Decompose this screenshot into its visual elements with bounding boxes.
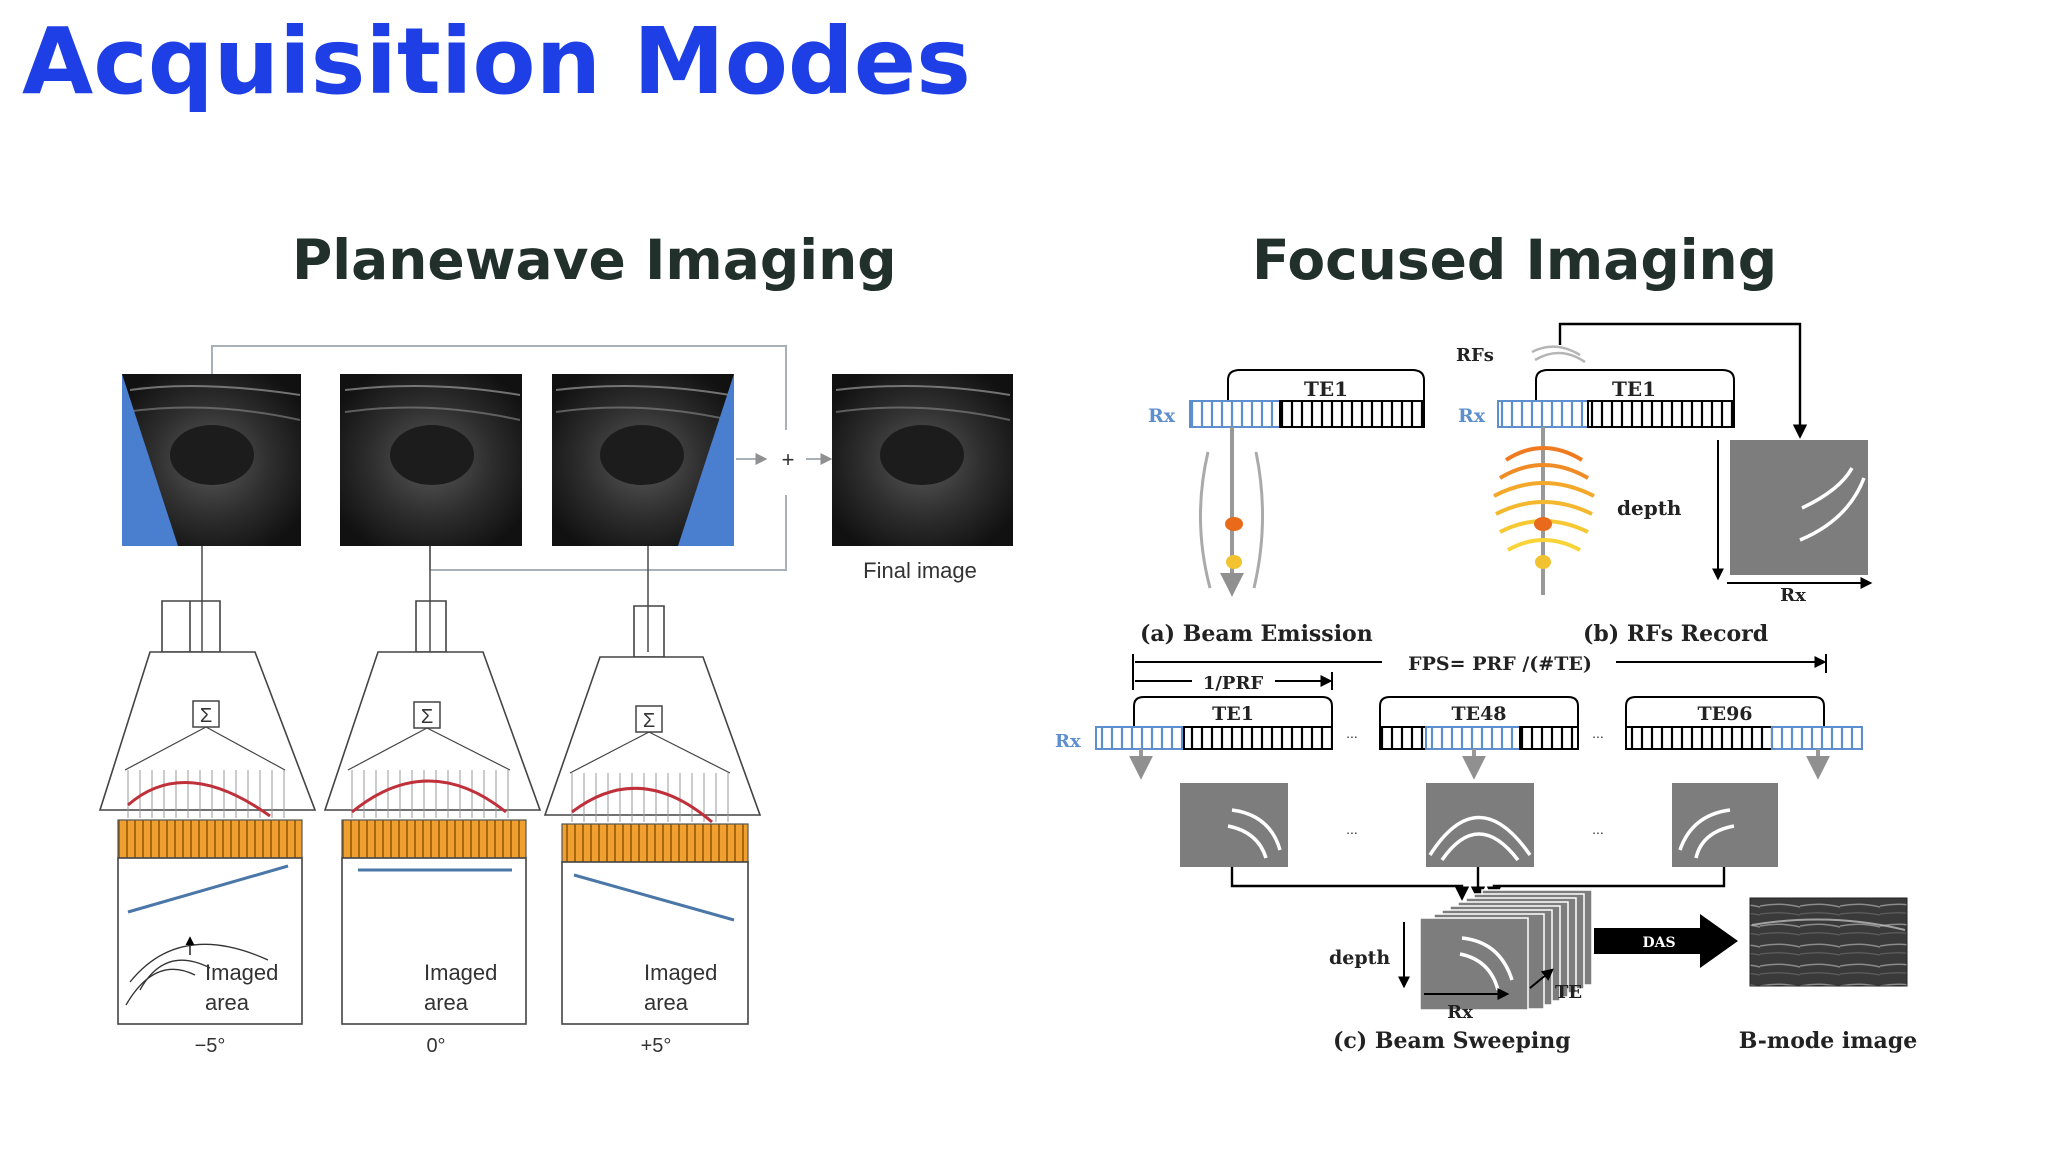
beam-sweeping-stack: depth Rx TE (c) Beam Sweeping bbox=[1329, 889, 1593, 1054]
imaged-area-box bbox=[117, 857, 303, 1025]
rfs-record-caption: (b) RFs Record bbox=[1583, 621, 1768, 647]
imaged-area-line1: Imaged bbox=[644, 960, 717, 985]
sweep-panels: ... ... bbox=[1180, 783, 1778, 867]
transducer-array bbox=[561, 823, 749, 863]
fps-timing: FPS= PRF /(#TE) 1/PRF bbox=[1132, 653, 1827, 694]
te-axis-label: TE bbox=[1555, 982, 1582, 1003]
depth-label: depth bbox=[1329, 947, 1390, 969]
rx-axis-label: Rx bbox=[1447, 1002, 1473, 1023]
imaged-area-line1: Imaged bbox=[205, 960, 278, 985]
probe-0: Σ Imaged area 0° bbox=[323, 600, 542, 1057]
sum-symbol: Σ bbox=[200, 705, 212, 727]
te-label: TE96 bbox=[1697, 703, 1752, 725]
das-label: DAS bbox=[1642, 935, 1675, 951]
probe-plus5: Σ Imaged area +5° bbox=[543, 605, 762, 1057]
delay-curve bbox=[127, 780, 271, 818]
ellipsis: ... bbox=[1592, 725, 1604, 741]
slide-title: Acquisition Modes bbox=[22, 8, 971, 115]
te-label: TE1 bbox=[1612, 377, 1656, 401]
bmode-caption: B-mode image bbox=[1739, 1028, 1917, 1054]
beam-emission-panel: TE1 Rx (a) Beam Emission bbox=[1140, 369, 1425, 647]
imaged-area-line2: area bbox=[424, 990, 469, 1015]
ellipsis: ... bbox=[1592, 821, 1604, 837]
angle-wedge-right bbox=[678, 374, 734, 546]
us-final-image bbox=[832, 374, 1013, 546]
rx-axis-label: Rx bbox=[1780, 585, 1806, 606]
rfs-label: RFs bbox=[1456, 345, 1494, 366]
te-sweep-row: Rx TE1 ... TE48 ... TE96 bbox=[1055, 696, 1863, 780]
angle-label: +5° bbox=[641, 1035, 672, 1057]
das-arrow: DAS bbox=[1594, 914, 1738, 968]
final-image-label: Final image bbox=[863, 558, 977, 583]
imaged-area-box bbox=[561, 861, 749, 1025]
fps-formula: FPS= PRF /(#TE) bbox=[1408, 653, 1592, 675]
ellipsis: ... bbox=[1346, 725, 1358, 741]
plus-symbol: + bbox=[782, 447, 795, 472]
us-frame-plus5 bbox=[552, 374, 734, 546]
te-label: TE1 bbox=[1304, 377, 1348, 401]
rfs-record-panel: RFs TE1 Rx depth Rx bbox=[1456, 322, 1873, 647]
probe-minus5: Σ Imaged area −5° bbox=[98, 600, 317, 1057]
prf-label: 1/PRF bbox=[1203, 673, 1264, 694]
angle-label: −5° bbox=[195, 1035, 226, 1057]
us-frame-minus5 bbox=[122, 374, 301, 546]
transducer-array bbox=[341, 819, 527, 859]
planewave-title: Planewave Imaging bbox=[292, 228, 897, 292]
echo-wavefronts bbox=[1493, 446, 1595, 552]
ellipsis: ... bbox=[1346, 821, 1358, 837]
depth-label: depth bbox=[1617, 496, 1682, 520]
imaged-area-line2: area bbox=[644, 990, 689, 1015]
imaged-area-box bbox=[341, 857, 527, 1025]
beam-sweeping-caption: (c) Beam Sweeping bbox=[1333, 1028, 1571, 1054]
plane-wavefront bbox=[573, 873, 735, 922]
delay-curve bbox=[351, 779, 507, 814]
rx-label: Rx bbox=[1055, 731, 1081, 752]
planewave-diagram: + Final image bbox=[98, 345, 1013, 1057]
focused-diagram: TE1 Rx (a) Beam Emission RFs TE1 Rx bbox=[1055, 322, 1917, 1054]
te-label: TE1 bbox=[1212, 703, 1254, 725]
frame-probe-links bbox=[201, 546, 649, 652]
angle-wedge-left bbox=[122, 374, 178, 546]
imaged-area-line1: Imaged bbox=[424, 960, 497, 985]
te-label: TE48 bbox=[1451, 703, 1506, 725]
rx-label: Rx bbox=[1458, 405, 1486, 427]
imaged-area-line2: area bbox=[205, 990, 250, 1015]
sum-symbol: Σ bbox=[421, 706, 433, 728]
focused-title: Focused Imaging bbox=[1252, 228, 1778, 292]
plane-wavefront bbox=[127, 864, 289, 914]
bmode-image: B-mode image bbox=[1739, 897, 1917, 1054]
sum-symbol: Σ bbox=[643, 710, 655, 732]
transducer-array bbox=[117, 819, 303, 859]
angle-label: 0° bbox=[426, 1035, 445, 1057]
delay-curve bbox=[571, 786, 713, 824]
rx-label: Rx bbox=[1148, 405, 1176, 427]
us-frame-0 bbox=[340, 374, 522, 546]
beam-emission-caption: (a) Beam Emission bbox=[1140, 621, 1373, 647]
